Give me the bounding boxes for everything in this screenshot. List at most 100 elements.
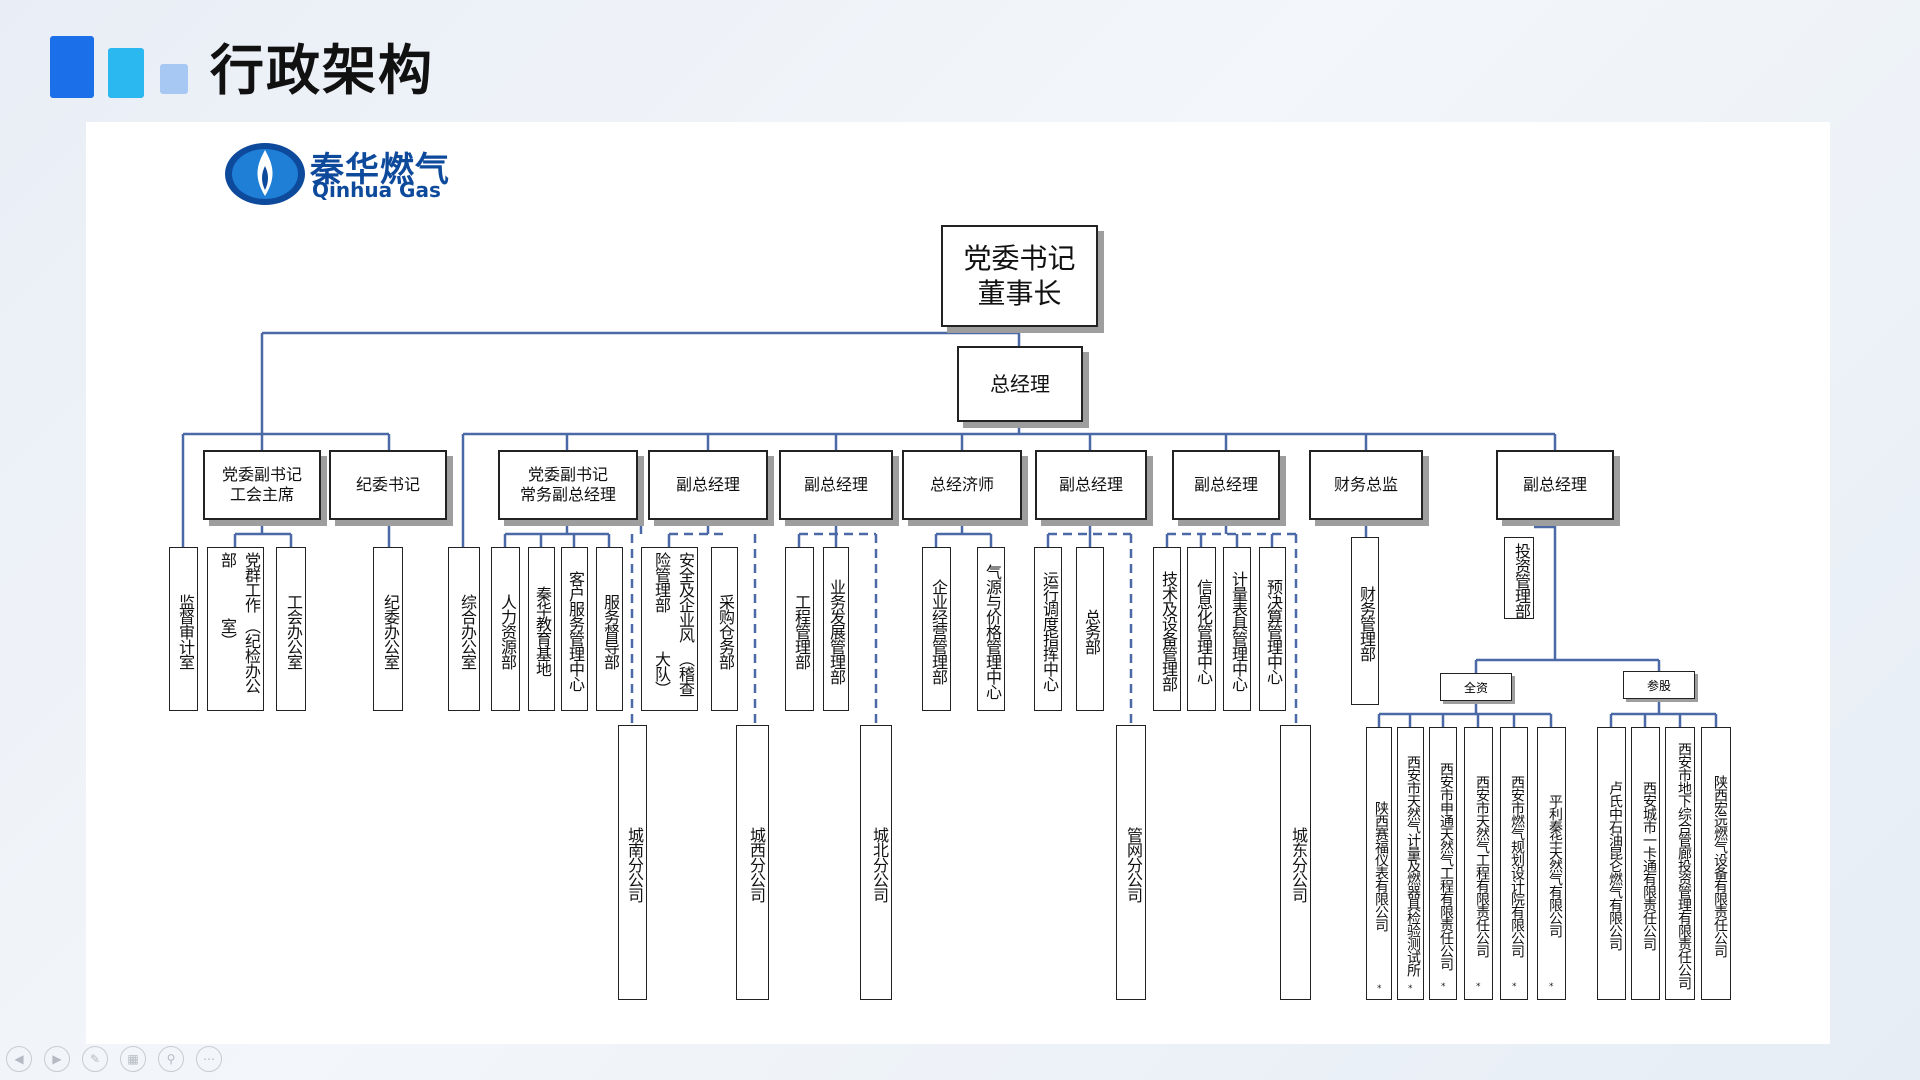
department-label: 计量表具管理中心	[1229, 571, 1248, 691]
department-label: 安全及企业风险管理部	[652, 552, 695, 642]
department-label: 总务部	[1082, 608, 1101, 654]
subsidiary-label: 西安市天然气工程有限责任公司	[1474, 774, 1490, 957]
department-box: 气源与价格管理中心	[977, 547, 1005, 711]
logo-name-en: Qinhua Gas	[312, 178, 441, 202]
subsidiary-star-mark: *	[1377, 984, 1382, 994]
leader-label: 财务总监	[1333, 475, 1398, 494]
slides-overview-icon[interactable]: ▦	[120, 1046, 146, 1072]
department-label: 信息化管理中心	[1194, 578, 1213, 684]
leader-box: 党委副书记常务副总经理	[498, 450, 638, 520]
branch-label: 城北分公司	[870, 827, 889, 902]
department-label: 客户服务管理中心	[566, 571, 585, 691]
subsidiary-star-mark: *	[1549, 982, 1554, 992]
department-box: 综合办公室	[448, 547, 480, 711]
subsidiary-label: 西安城市一卡通有限责任公司	[1641, 781, 1657, 950]
subsidiary-box: 西安市天然气计量及燃器具检验测试所	[1397, 727, 1424, 1000]
subsidiary-label: 西安市燃气规划设计院有限公司	[1509, 774, 1525, 957]
more-options-icon[interactable]: ⋯	[196, 1046, 222, 1072]
branch-box: 城南分公司	[618, 725, 647, 1000]
department-box: 企业经营管理部	[922, 547, 951, 711]
subsidiary-star-mark: *	[1476, 982, 1481, 992]
leader-label: 副总经理	[1522, 475, 1587, 494]
title-decoration-square	[108, 48, 144, 98]
leader-label: 副总经理	[675, 475, 740, 494]
department-box: 服务督导部	[596, 547, 623, 711]
branch-box: 城北分公司	[860, 725, 892, 1000]
department-box: 总务部	[1076, 547, 1104, 711]
department-label: 监督审计室	[176, 593, 195, 669]
leader-box: 财务总监	[1309, 450, 1423, 520]
chairman-line2: 董事长	[977, 277, 1062, 310]
department-box: 预决算管理中心	[1259, 547, 1286, 711]
department-box: 采购仓务部	[711, 547, 738, 711]
department-box: 工程管理部	[785, 547, 814, 711]
shareholding-label: 参股	[1646, 678, 1671, 693]
department-label: 综合办公室	[458, 593, 477, 669]
department-box: 运行调度指挥中心	[1034, 547, 1062, 711]
subsidiary-box: 陕西宏远燃气设备有限责任公司	[1701, 727, 1731, 1000]
pen-tool-icon[interactable]: ✎	[82, 1046, 108, 1072]
leader-label: 副总经理	[803, 475, 868, 494]
department-label: 预决算管理中心	[1264, 578, 1283, 684]
branch-box: 城东分公司	[1280, 725, 1311, 1000]
department-label: 服务督导部	[601, 593, 620, 669]
subsidiary-label: 陕西宏远燃气设备有限责任公司	[1712, 774, 1728, 957]
wholly-owned-label: 全资	[1463, 680, 1488, 695]
subsidiary-label: 平利秦华天然气有限公司	[1547, 794, 1563, 937]
logo-name-zh: 秦华燃气	[310, 150, 450, 190]
department-label: 技术及设备管理部	[1159, 571, 1178, 691]
department-box: 监督审计室	[169, 547, 198, 711]
shareholding-label-box: 参股	[1623, 671, 1695, 699]
leader-label: 副总经理	[1193, 475, 1258, 494]
department-label: 财务管理部	[1357, 585, 1376, 661]
title-decoration-square	[50, 36, 94, 98]
subsidiary-box: 西安市地下综合管廊投资管理有限责任公司	[1665, 727, 1695, 1000]
subsidiary-box: 陕西赛福仪表有限公司	[1366, 727, 1392, 1000]
chairman-box: 党委书记 董事长	[941, 225, 1098, 327]
branch-label: 城东分公司	[1289, 827, 1308, 902]
department-label: （稽查大队）	[652, 650, 695, 696]
leader-box: 总经济师	[902, 450, 1022, 520]
subsidiary-label: 西安市天然气计量及燃器具检验测试所	[1405, 755, 1421, 976]
chairman-line1: 党委书记	[963, 242, 1076, 275]
leader-box: 副总经理	[1035, 450, 1147, 520]
department-label: （纪检办公室）	[218, 617, 261, 693]
leader-label: 常务副总经理	[519, 485, 616, 504]
department-box: 纪委办公室	[373, 547, 403, 711]
department-label: 人力资源部	[498, 593, 517, 669]
page-title: 行政架构	[210, 39, 434, 102]
general-manager-label: 总经理	[990, 371, 1050, 396]
leader-box: 副总经理	[1496, 450, 1614, 520]
subsidiary-box: 西安城市一卡通有限责任公司	[1631, 727, 1660, 1000]
subsidiary-star-mark: *	[1408, 984, 1413, 994]
department-box: 技术及设备管理部	[1153, 547, 1181, 711]
leader-label: 总经济师	[929, 475, 994, 494]
department-label: 运行调度指挥中心	[1040, 571, 1059, 691]
zoom-icon[interactable]: ⚲	[158, 1046, 184, 1072]
general-manager-box: 总经理	[957, 346, 1083, 422]
branch-box: 城西分公司	[736, 725, 769, 1000]
department-box: 业务发展管理部	[823, 547, 849, 711]
department-label: 纪委办公室	[381, 593, 400, 669]
leader-box: 纪委书记	[329, 450, 447, 520]
leader-label: 副总经理	[1058, 475, 1123, 494]
next-slide-button[interactable]: ▶	[44, 1046, 70, 1072]
leader-label: 党委副书记	[221, 465, 302, 484]
department-box: 投资管理部	[1504, 537, 1534, 619]
department-label: 采购仓务部	[716, 593, 735, 669]
leader-label: 纪委书记	[355, 475, 420, 494]
leader-box: 党委副书记工会主席	[203, 450, 321, 520]
department-label: 气源与价格管理中心	[983, 563, 1002, 699]
department-label: 投资管理部	[1512, 542, 1531, 618]
department-box: 财务管理部	[1351, 537, 1379, 705]
department-label: 工程管理部	[792, 593, 811, 669]
leader-label: 党委副书记	[527, 465, 608, 484]
subsidiary-box: 西安市申通天然气工程有限责任公司	[1429, 727, 1457, 1000]
subsidiary-box: 卢氏中石油昆仑燃气有限公司	[1597, 727, 1626, 1000]
department-box: 党群工作部（纪检办公室）	[207, 547, 264, 711]
previous-slide-button[interactable]: ◀	[6, 1046, 32, 1072]
subsidiary-label: 陕西赛福仪表有限公司	[1373, 800, 1389, 931]
branch-label: 管网分公司	[1124, 827, 1143, 902]
wholly-owned-label-box: 全资	[1440, 673, 1512, 701]
leader-box: 副总经理	[779, 450, 893, 520]
